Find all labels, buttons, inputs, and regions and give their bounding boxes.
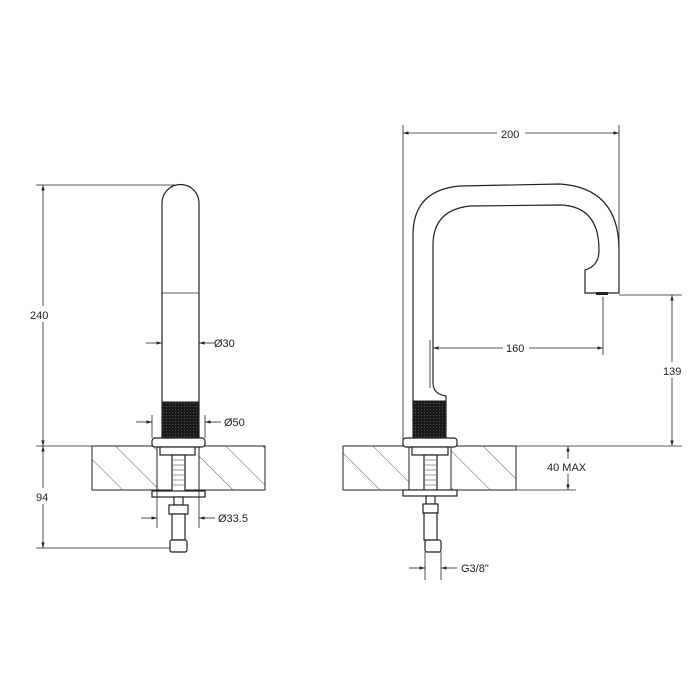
supply-hose — [423, 512, 438, 541]
hole-diameter: Ø33.5 — [218, 513, 248, 525]
knurled-grip — [412, 400, 447, 439]
counter-thickness-dimension: 40 MAX — [547, 462, 587, 474]
supply-hose — [171, 513, 186, 541]
escutcheon — [151, 437, 206, 448]
side-view: 200 160 139 40 MAX G3/8" — [342, 125, 685, 580]
nut — [168, 504, 189, 515]
spout-diameter: Ø30 — [214, 338, 235, 350]
spout-body — [412, 183, 620, 439]
height-dimension: 240 — [30, 310, 48, 322]
escutcheon — [402, 437, 458, 448]
below-counter-dimension: 94 — [36, 492, 48, 504]
front-view: 240 94 Ø30 Ø50 Ø33.5 — [28, 183, 266, 553]
base-diameter: Ø50 — [224, 417, 245, 429]
fixing-plate — [402, 489, 458, 497]
threaded-rod — [423, 454, 438, 492]
fixing-plate — [151, 490, 206, 498]
knurled-grip — [161, 401, 200, 439]
reach-dimension: 160 — [506, 343, 524, 355]
outlet-height-dimension: 139 — [663, 366, 681, 378]
spout-body — [161, 183, 200, 439]
nut — [422, 503, 439, 514]
width-dimension: 200 — [501, 129, 519, 141]
connection-size: G3/8" — [461, 563, 489, 575]
